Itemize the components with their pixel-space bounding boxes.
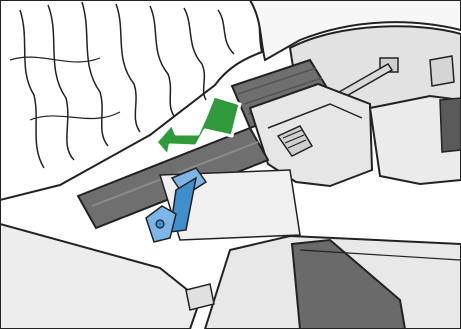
- right-guide-tab: [440, 98, 461, 152]
- bracket: [430, 56, 454, 86]
